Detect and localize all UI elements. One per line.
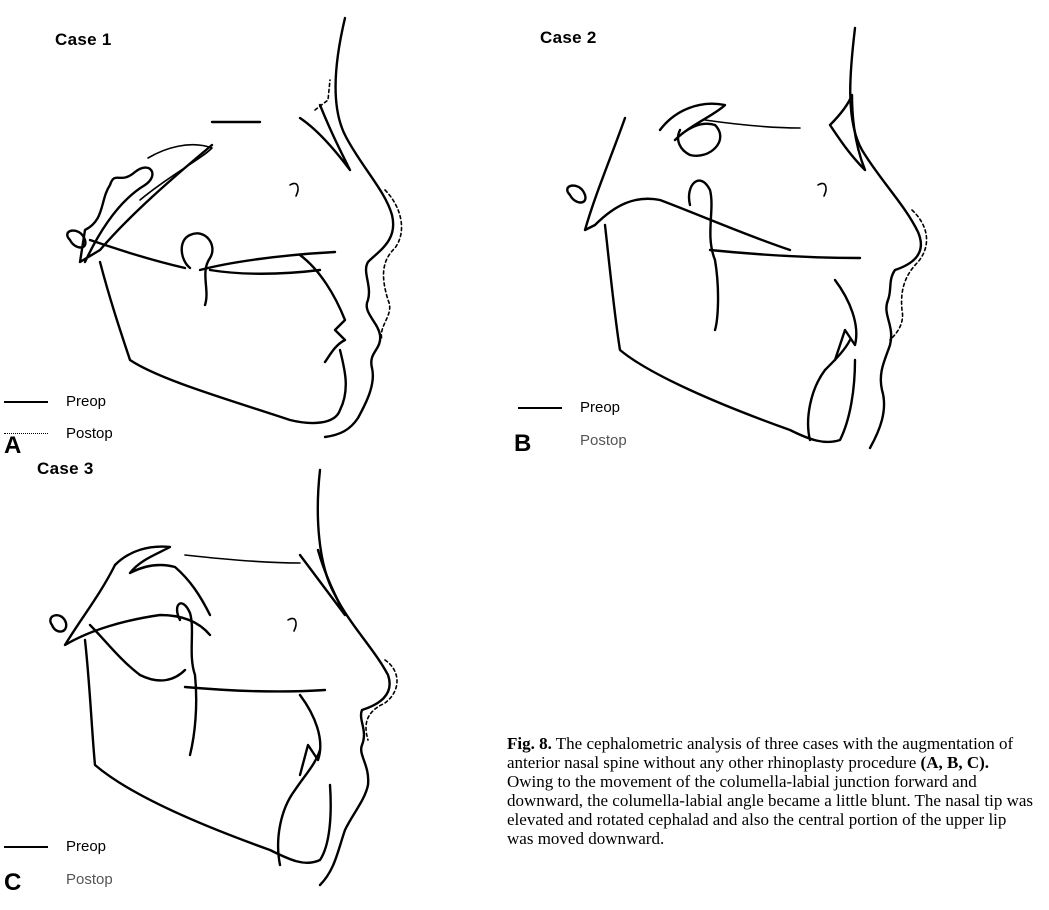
legend-postop-row: Postop — [4, 871, 113, 888]
panel-c: Case 3 Preop Postop C — [0, 455, 450, 910]
legend-dotted-line — [4, 433, 48, 434]
legend-postop-label: Postop — [66, 871, 113, 888]
case-3-title: Case 3 — [37, 459, 94, 478]
legend-solid-line — [4, 400, 48, 403]
legend-preop-row: Preop — [518, 399, 620, 416]
panel-letter-c: C — [4, 869, 22, 896]
legend-preop-label: Preop — [66, 838, 107, 855]
figure-caption: Fig. 8. The cephalometric analysis of th… — [507, 734, 1037, 848]
panel-letter-a: A — [4, 432, 22, 459]
cephalometric-tracing-case-3 — [49, 468, 398, 887]
legend-solid-line — [4, 845, 48, 848]
caption-label: Fig. 8. — [507, 734, 552, 753]
cephalometric-tracing-case-1 — [66, 16, 403, 439]
legend-postop-row: Postop — [4, 425, 113, 442]
case-1-title: Case 1 — [55, 30, 112, 49]
panel-letter-b: B — [514, 430, 532, 457]
legend-solid-line — [518, 406, 562, 409]
legend-preop-label: Preop — [66, 393, 107, 410]
case-2-title: Case 2 — [540, 28, 597, 47]
cephalometric-tracing-case-2 — [566, 26, 928, 450]
legend-preop-row: Preop — [4, 838, 106, 855]
legend-postop-label: Postop — [580, 432, 627, 449]
legend-postop-row: Postop — [518, 432, 627, 449]
caption-text-2: Owing to the movement of the columella-l… — [507, 772, 1034, 848]
legend-preop-row: Preop — [4, 393, 106, 410]
legend-postop-label: Postop — [66, 425, 113, 442]
legend-preop-label: Preop — [580, 399, 621, 416]
panel-a: Case 1 Preop Postop — [0, 0, 450, 460]
caption-refs: (A, B, C). — [920, 753, 990, 772]
panel-b: Case 2 Preop Postop B — [500, 0, 960, 460]
caption-text-1: The cephalometric analysis of three case… — [507, 734, 1014, 772]
